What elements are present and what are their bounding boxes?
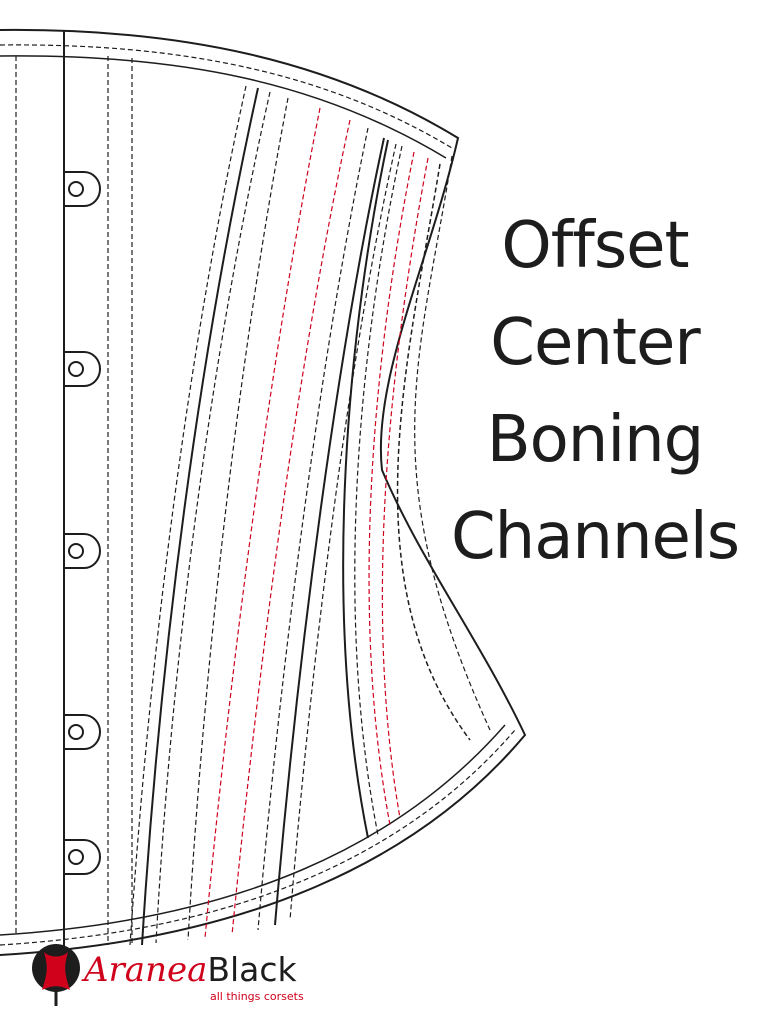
panel-seam-1-stitch-b [155, 91, 271, 944]
offset-boning-channel-red-2 [231, 119, 351, 936]
busk-loop-4 [64, 714, 101, 750]
corset-outline [0, 28, 527, 956]
busk-loop-1 [64, 171, 101, 207]
panel-seam-1 [141, 87, 259, 946]
panel-seam-3 [342, 139, 389, 839]
side-seam [414, 155, 491, 731]
top-binding-line [0, 55, 447, 159]
logo-tagline: all things corsets [210, 990, 304, 1003]
busk-loop-5 [64, 839, 101, 875]
panel-seam-2-stitch-b [289, 143, 397, 921]
panel-seam-2 [274, 137, 385, 926]
busk-loop-3 [64, 533, 101, 569]
logo-mark [32, 944, 80, 1006]
logo-name-part2: Black [207, 950, 297, 989]
offset-boning-channel-red-1 [204, 107, 321, 939]
panel-seam-4 [396, 163, 471, 741]
panel-seam-3-stitch [354, 145, 403, 836]
panel-seam-1-stitch-a [129, 85, 247, 946]
logo-wordmark: AraneaBlack [84, 950, 297, 990]
logo-name-part1: Aranea [84, 950, 208, 990]
offset-boning-channel-red-4 [381, 157, 429, 819]
offset-boning-channel-red-3 [368, 151, 415, 826]
top-binding-stitch [0, 44, 453, 149]
bottom-binding-line [0, 724, 506, 936]
title-line-3: Boning [486, 403, 705, 477]
title-line-4: Channels [450, 500, 740, 574]
title-line-2: Center [490, 306, 700, 380]
title-line-1: Offset [501, 209, 689, 283]
boning-channel-1 [187, 97, 289, 941]
busk-loop-2 [64, 351, 101, 387]
bottom-binding-stitch [0, 729, 516, 946]
diagram-title: Offset Center Boning Channels [430, 198, 760, 586]
panel-seam-2-stitch-a [257, 127, 369, 931]
